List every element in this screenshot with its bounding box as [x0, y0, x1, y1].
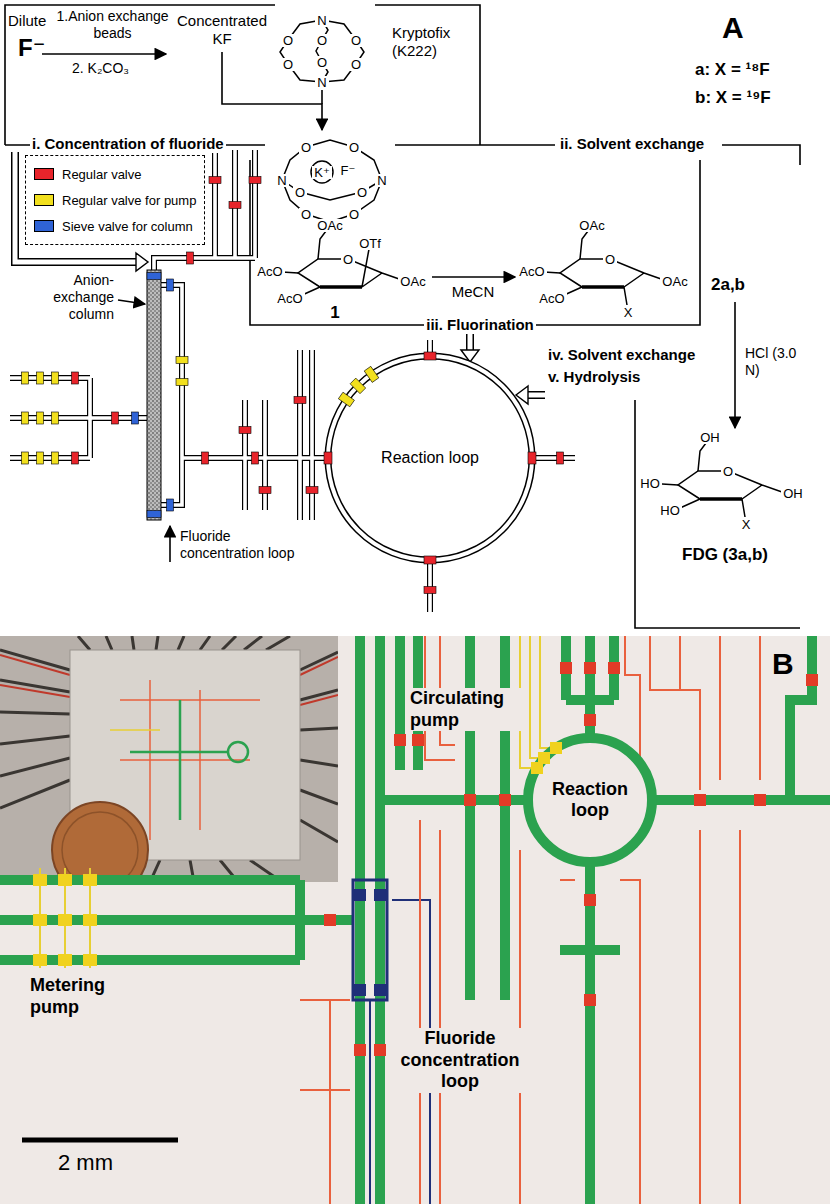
part-label: Fluoride concentration loop [180, 528, 315, 562]
atom-label: K⁺ [312, 166, 332, 179]
atom-label: OH [698, 431, 722, 444]
loop-label: Reaction loop [540, 779, 640, 820]
atom-label: O [341, 253, 355, 266]
legend-text: Regular valve for pump [62, 193, 196, 208]
atom-label: O [347, 141, 361, 154]
part-label: Circulating pump [408, 688, 527, 731]
panel-letter: A [722, 10, 744, 46]
atom-label: O [281, 58, 295, 71]
atom-label: O [347, 208, 361, 221]
reagent-label: Concentrated KF [172, 12, 272, 48]
solvent-label: MeCN [452, 283, 495, 301]
atom-label: O [293, 186, 307, 199]
atom-label: OAc [315, 219, 344, 232]
step-heading: ii. Solvent exchange [558, 135, 706, 153]
panel-letter: B [772, 646, 794, 682]
atom-label: O [299, 141, 313, 154]
atom-label: O [603, 253, 617, 266]
atom-label: HO [638, 477, 662, 490]
legend-box: Regular valveRegular valve for pumpSieve… [25, 155, 205, 245]
legend-swatch [34, 194, 54, 206]
legend-text: Sieve valve for column [62, 219, 193, 234]
isotope-key: a: X = ¹⁸F [695, 60, 770, 80]
legend-row: Regular valve for pump [34, 187, 196, 213]
atom-label: AcO [517, 265, 546, 278]
legend-swatch [34, 168, 54, 180]
reagent-label: HCl (3.0 N) [745, 345, 807, 379]
compound-number: 1 [330, 303, 339, 323]
atom-label: OAc [660, 275, 689, 288]
atom-label: N [275, 174, 288, 187]
part-label: Fluoride concentration loop [388, 1028, 532, 1093]
scale-label: 2 mm [58, 1150, 113, 1176]
atom-label: AcO [255, 265, 284, 278]
atom-label: O [281, 34, 295, 47]
compound-number: 2a,b [711, 275, 745, 295]
reagent-label: Dilute [8, 12, 46, 30]
compound-number: FDG (3a,b) [682, 545, 768, 565]
atom-label: N [315, 14, 328, 27]
atom-label: O [299, 208, 313, 221]
step-text: 2. K₂CO₃ [72, 60, 129, 77]
part-label: Anion-exchange column [22, 272, 114, 322]
atom-label: N [375, 174, 388, 187]
step-heading: i. Concentration of fluoride [30, 135, 226, 153]
atom-label: OH [781, 487, 805, 500]
part-label: Metering pump [28, 975, 124, 1018]
legend-text: Regular valve [62, 167, 142, 182]
atom-label: O [349, 34, 363, 47]
atom-label: N [315, 76, 328, 89]
step-heading: iv. Solvent exchange [548, 346, 695, 364]
loop-label: Reaction loop [381, 449, 479, 467]
reagent-label: Kryptofix (K222) [392, 24, 472, 60]
atom-label: HO [658, 504, 682, 517]
reagent-label: F⁻ [18, 34, 45, 63]
step-text: 1.Anion exchange beads [55, 8, 170, 42]
atom-label: AcO [275, 292, 304, 305]
atom-label: O [349, 58, 363, 71]
atom-label: OAc [577, 219, 606, 232]
reaction-loop: Reaction loop [521, 731, 659, 869]
atom-label: O [315, 56, 329, 69]
legend-row: Regular valve [34, 161, 196, 187]
step-heading: iii. Fluorination [424, 316, 536, 334]
legend-row: Sieve valve for column [34, 213, 196, 239]
legend-swatch [34, 220, 54, 232]
atom-label: O [721, 465, 735, 478]
step-heading: v. Hydrolysis [548, 368, 640, 386]
atom-label: F⁻ [339, 164, 358, 177]
atom-label: X [740, 518, 753, 531]
atom-label: OTf [357, 237, 383, 250]
atom-label: AcO [537, 292, 566, 305]
atom-label: O [355, 186, 369, 199]
atom-label: OAc [398, 275, 427, 288]
atom-label: O [315, 34, 329, 47]
isotope-key: b: X = ¹⁹F [695, 88, 771, 108]
atom-label: X [622, 306, 635, 319]
